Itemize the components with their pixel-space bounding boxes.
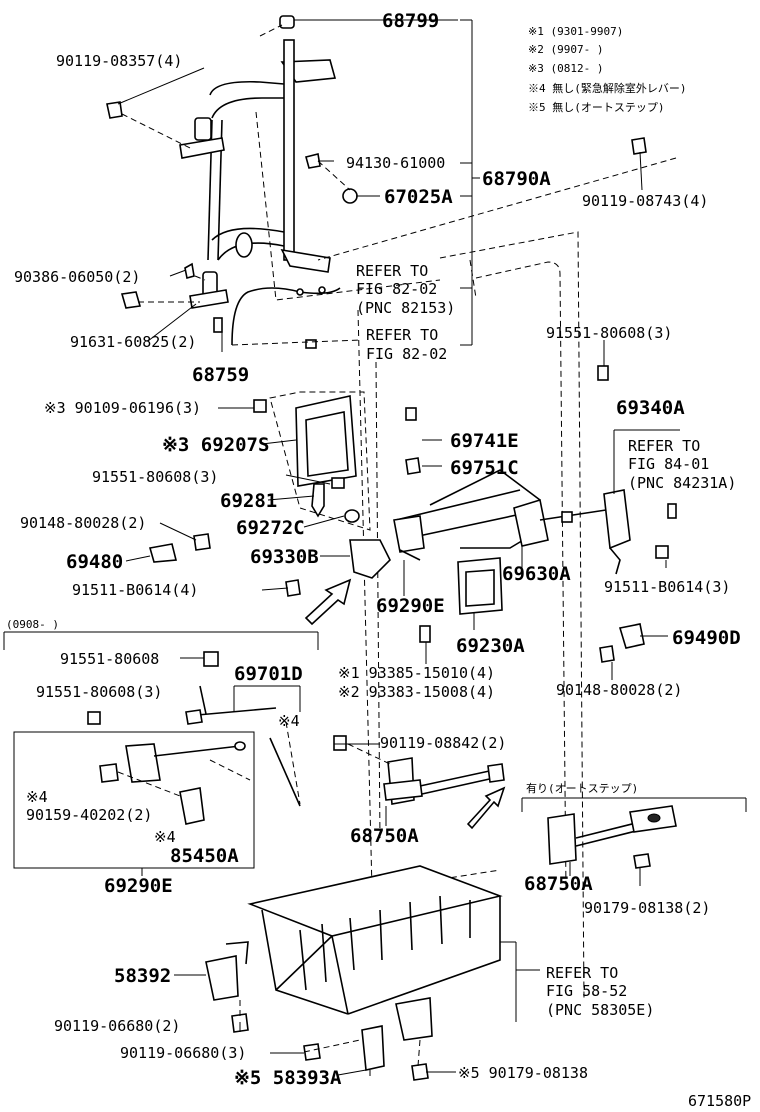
refer-1-line-1: REFER TO (356, 262, 428, 280)
label-0908: (0908- ) (6, 618, 59, 631)
label-star4-c: ※4 (154, 828, 176, 846)
label-69490D: 69490D (672, 627, 741, 649)
label-69741E: 69741E (450, 430, 519, 452)
refer-4-line-3: (PNC 58305E) (546, 1001, 654, 1019)
label-91551-80608-a: 91551-80608(3) (546, 324, 672, 342)
lock-mechanism (393, 365, 677, 663)
label-91511-B0614-b: 91511-B0614(3) (604, 578, 730, 596)
refer-3-line-3: (PNC 84231A) (628, 474, 736, 492)
label-69751C: 69751C (450, 457, 519, 479)
label-68750A-b: 68750A (524, 873, 593, 895)
label-auto-step-present: 有り(オートステップ) (526, 781, 638, 795)
refer-1-line-2: FIG 82-02 (356, 280, 437, 298)
label-85450A: 85450A (170, 845, 239, 867)
label-69340A: 69340A (616, 397, 685, 419)
label-69330B: 69330B (250, 546, 319, 568)
label-69272C: 69272C (236, 517, 305, 539)
note-3: ※3 (0812- ) (528, 62, 603, 75)
damper-68750A (333, 735, 506, 830)
label-90119-06680-2: 90119-06680(2) (54, 1017, 180, 1035)
label-91631-60825: 91631-60825(2) (70, 333, 196, 351)
label-68799: 68799 (382, 10, 439, 32)
refer-4-line-1: REFER TO (546, 964, 618, 982)
notes-block: ※1 (9301-9907) ※2 (9907- ) ※3 (0812- ) ※… (528, 25, 687, 114)
leader-lines (117, 67, 680, 1032)
label-69230A: 69230A (456, 635, 525, 657)
actuator-assembly (106, 15, 458, 349)
label-90119-06680-3: 90119-06680(3) (120, 1044, 246, 1062)
refer-2-line-1: REFER TO (366, 326, 438, 344)
handle-assembly (148, 391, 421, 597)
label-90119-08357: 90119-08357(4) (56, 52, 182, 70)
label-69630A: 69630A (502, 563, 571, 585)
label-star4-a: ※4 (278, 712, 300, 730)
upper-leaders (169, 160, 380, 352)
note-1: ※1 (9301-9907) (528, 25, 623, 38)
label-star4-b: ※4 (26, 788, 48, 806)
subgroup-0908 (3, 631, 319, 876)
label-93383-15008: ※2 93383-15008(4) (338, 683, 495, 701)
label-58393A: ※5 58393A (234, 1067, 342, 1089)
label-69207S: ※3 69207S (162, 434, 269, 456)
label-58392: 58392 (114, 965, 171, 987)
refer-4-line-2: FIG 58-52 (546, 982, 627, 1000)
label-93385-15010: ※1 93385-15010(4) (338, 664, 495, 682)
bolt-90119-08743 (631, 137, 647, 155)
label-68750A-a: 68750A (350, 825, 419, 847)
part-labels: 68799 90119-08357(4) 94130-61000 68790A … (6, 10, 751, 1110)
note-5: ※5 無し(オートステップ) (528, 100, 665, 114)
label-69480: 69480 (66, 551, 123, 573)
label-68759: 68759 (192, 364, 249, 386)
arrow-left (304, 578, 352, 626)
label-94130-61000: 94130-61000 (346, 154, 445, 172)
dashed-door-edge (317, 157, 677, 261)
label-67025A: 67025A (384, 186, 453, 208)
label-91551-80608-b: 91551-80608(3) (92, 468, 218, 486)
label-90159-40202: 90159-40202(2) (26, 806, 152, 824)
label-91551-80608-d: 91551-80608(3) (36, 683, 162, 701)
label-69290E-b: 69290E (104, 875, 173, 897)
label-69290E-a: 69290E (376, 595, 445, 617)
refer-3-line-1: REFER TO (628, 437, 700, 455)
note-2: ※2 (9907- ) (528, 43, 603, 56)
label-91511-B0614-a: 91511-B0614(4) (72, 581, 198, 599)
label-68790A: 68790A (482, 168, 551, 190)
note-4: ※4 無し(緊急解除室外レバー) (528, 81, 687, 95)
label-90119-08842: 90119-08842(2) (380, 734, 506, 752)
leader-68790A-group (460, 19, 480, 346)
diagram-code: 671580P (688, 1092, 751, 1110)
label-90179-08138-5: ※5 90179-08138 (458, 1064, 588, 1082)
label-90179-08138-2: 90179-08138(2) (584, 899, 710, 917)
label-69701D: 69701D (234, 663, 303, 685)
refer-3-line-2: FIG 84-01 (628, 455, 709, 473)
label-69281: 69281 (220, 490, 277, 512)
refer-2-line-2: FIG 82-02 (366, 345, 447, 363)
label-91551-80608-c: 91551-80608 (60, 650, 159, 668)
label-90119-08743: 90119-08743(4) (582, 192, 708, 210)
label-90148-80028-a: 90148-80028(2) (20, 514, 146, 532)
label-90109-06196: ※3 90109-06196(3) (44, 399, 201, 417)
auto-step-group (521, 797, 747, 876)
refer-1-line-3: (PNC 82153) (356, 299, 455, 317)
label-90148-80028-b: 90148-80028(2) (556, 681, 682, 699)
label-90386-06050: 90386-06050(2) (14, 268, 140, 286)
